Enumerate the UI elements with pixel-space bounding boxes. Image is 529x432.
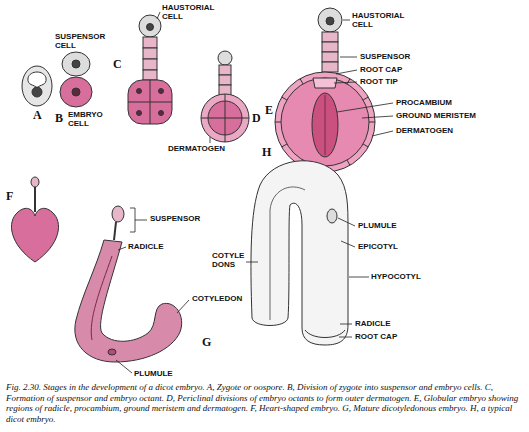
part-label: EPICOTYL [358,243,398,252]
stage-letter: E [265,104,273,117]
stage-letter: B [55,112,63,125]
part-label: COTYLEDON [192,295,242,304]
part-label: PROCAMBIUM [396,99,452,108]
stage-letter: F [6,190,13,203]
stage-letter: A [33,109,42,122]
part-label: SUSPENSOR [360,53,410,62]
part-label: DERMATOGEN [168,145,225,154]
part-label: HYPOCOTYL [371,273,421,282]
part-label: ROOT CAP [355,333,397,342]
part-label: SUSPENSOR [150,215,200,224]
part-label: ROOT TIP [360,78,398,87]
part-label: DERMATOGEN [396,127,453,136]
part-label: COTYLE DONS [212,252,246,270]
stage-letter: G [202,336,211,349]
part-label: EMBRYO CELL [68,111,108,129]
part-label: HAUSTORIAL CELL [352,12,408,30]
part-label: SUSPENSOR CELL [55,33,109,51]
part-label: PLUMULE [358,222,397,231]
part-label: ROOT CAP [360,66,402,75]
stage-letter: C [113,58,122,71]
part-label: PLUMULE [134,370,173,379]
figure-caption: Fig. 2.30. Stages in the development of … [6,382,523,424]
part-label: HAUSTORIAL CELL [162,4,218,22]
stage-letter: H [262,146,271,159]
part-label: GROUND MERISTEM [396,112,476,121]
stage-letter: D [252,112,261,125]
part-label: RADICLE [128,243,164,252]
part-label: RADICLE [355,320,391,329]
